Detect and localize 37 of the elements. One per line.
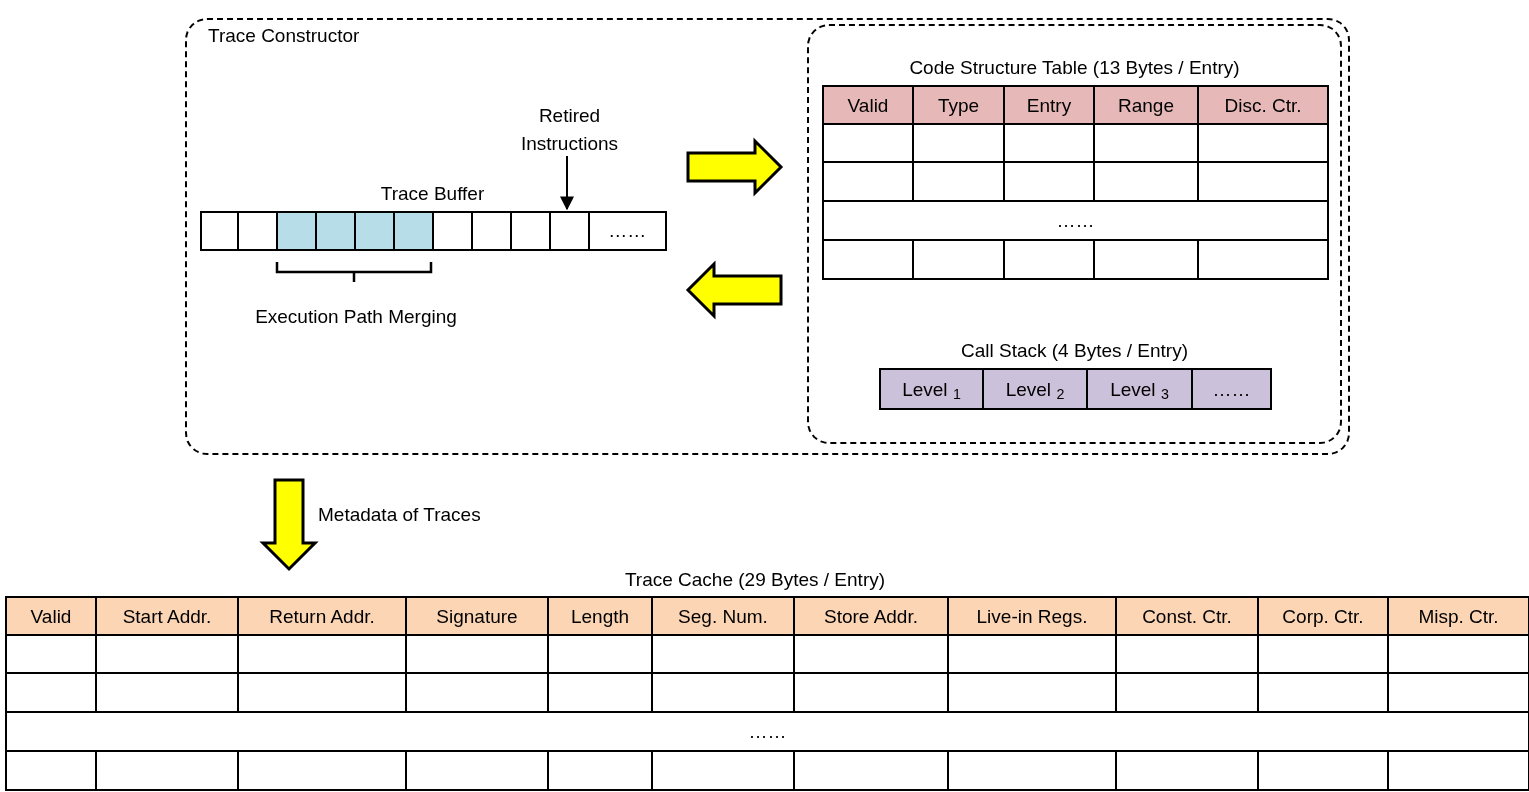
- column-header: Level $_{2}$: [983, 369, 1087, 409]
- column-header: Misp. Ctr.: [1388, 597, 1529, 635]
- region-title: Trace Constructor: [208, 25, 360, 46]
- edge-label: Metadata of Traces: [318, 504, 481, 525]
- column-header: Start Addr.: [96, 597, 238, 635]
- dashed-region: [185, 18, 1350, 455]
- ellipsis-row: ……: [823, 201, 1328, 240]
- column-header: Live-in Regs.: [948, 597, 1116, 635]
- column-header: Return Addr.: [238, 597, 406, 635]
- dashed-region: [807, 24, 1342, 444]
- ellipsis-row: ……: [6, 712, 1529, 751]
- annotation-text: Retired Instructions: [502, 102, 637, 158]
- column-header: ……: [1192, 369, 1271, 409]
- bracket-label: Execution Path Merging: [255, 306, 457, 327]
- column-header: Signature: [406, 597, 548, 635]
- column-header: Disc. Ctr.: [1198, 86, 1328, 124]
- column-header: Corp. Ctr.: [1258, 597, 1388, 635]
- block-arrow: [685, 260, 783, 320]
- table-title: Trace Cache (29 Bytes / Entry): [624, 569, 886, 590]
- column-header: Store Addr.: [794, 597, 948, 635]
- table-title: Code Structure Table (13 Bytes / Entry): [909, 57, 1240, 78]
- column-header: Range: [1094, 86, 1198, 124]
- column-header: Level $_{1}$: [880, 369, 983, 409]
- table-title: Call Stack (4 Bytes / Entry): [961, 340, 1188, 361]
- column-header: Seg. Num.: [652, 597, 794, 635]
- column-header: Valid: [6, 597, 96, 635]
- buffer-title: Trace Buffer: [380, 183, 485, 204]
- block-arrow: [686, 137, 784, 197]
- column-header: Type: [913, 86, 1004, 124]
- block-arrow: [259, 478, 319, 572]
- column-header: Entry: [1004, 86, 1094, 124]
- column-header: Valid: [823, 86, 913, 124]
- column-header: Level $_{3}$: [1087, 369, 1192, 409]
- column-header: Const. Ctr.: [1116, 597, 1258, 635]
- buffer-slot: ……: [587, 211, 667, 251]
- column-header: Length: [548, 597, 652, 635]
- arrow: [560, 155, 574, 211]
